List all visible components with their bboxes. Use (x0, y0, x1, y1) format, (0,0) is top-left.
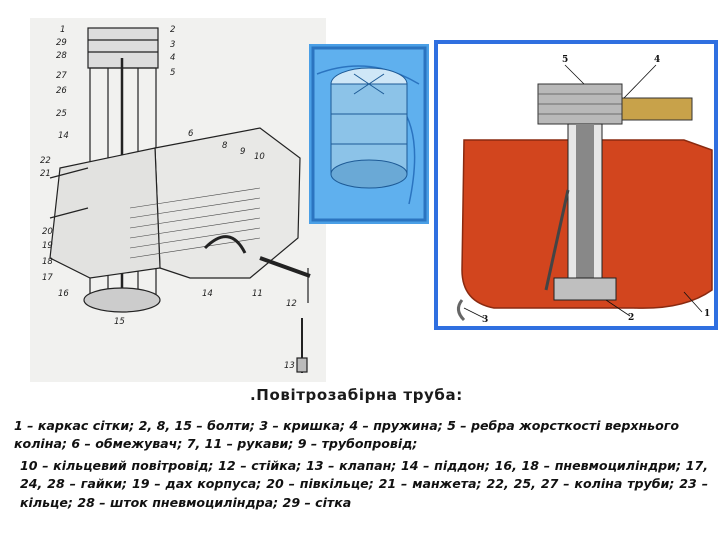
label-14a: 14 (58, 131, 69, 141)
label-17: 17 (42, 273, 53, 283)
label-29: 29 (56, 38, 67, 48)
label-5: 5 (170, 68, 175, 78)
label-11: 11 (252, 289, 263, 299)
label-28: 28 (56, 51, 67, 61)
label-8: 8 (222, 141, 228, 151)
label-14b: 14 (202, 289, 213, 299)
label-13: 13 (284, 361, 295, 371)
label-27: 27 (56, 71, 67, 81)
label-6: 6 (188, 129, 194, 139)
technical-drawing: 1 29 28 27 26 25 14 22 21 20 19 18 17 16… (30, 18, 326, 382)
label-20: 20 (42, 227, 53, 237)
right-label-3: 3 (482, 315, 488, 325)
label-1: 1 (60, 25, 65, 35)
right-label-5: 5 (562, 55, 568, 65)
label-16: 16 (58, 289, 69, 299)
legend-part-1: 1 – каркас сітки; 2, 8, 15 – болти; 3 – … (14, 418, 680, 452)
label-22: 22 (40, 156, 51, 166)
label-3: 3 (170, 40, 175, 50)
right-label-2: 2 (628, 313, 634, 323)
cutaway-illustration: 5 4 1 2 3 (434, 40, 718, 330)
label-2: 2 (170, 25, 175, 35)
label-15: 15 (114, 317, 125, 327)
label-9: 9 (240, 147, 245, 157)
label-25: 25 (56, 109, 67, 119)
label-10: 10 (254, 152, 265, 162)
label-18: 18 (42, 257, 53, 267)
filter-thumbnail (309, 44, 429, 224)
label-21: 21 (40, 169, 51, 179)
label-4: 4 (170, 53, 175, 63)
figure-title: .Повітрозабірна труба: (250, 386, 463, 404)
label-19: 19 (42, 241, 53, 251)
label-26: 26 (56, 86, 67, 96)
right-label-4: 4 (654, 55, 660, 65)
label-12: 12 (286, 299, 297, 309)
right-label-1: 1 (704, 309, 710, 319)
legend-part-2: 10 – кільцевий повітровід; 12 – стійка; … (20, 458, 708, 510)
